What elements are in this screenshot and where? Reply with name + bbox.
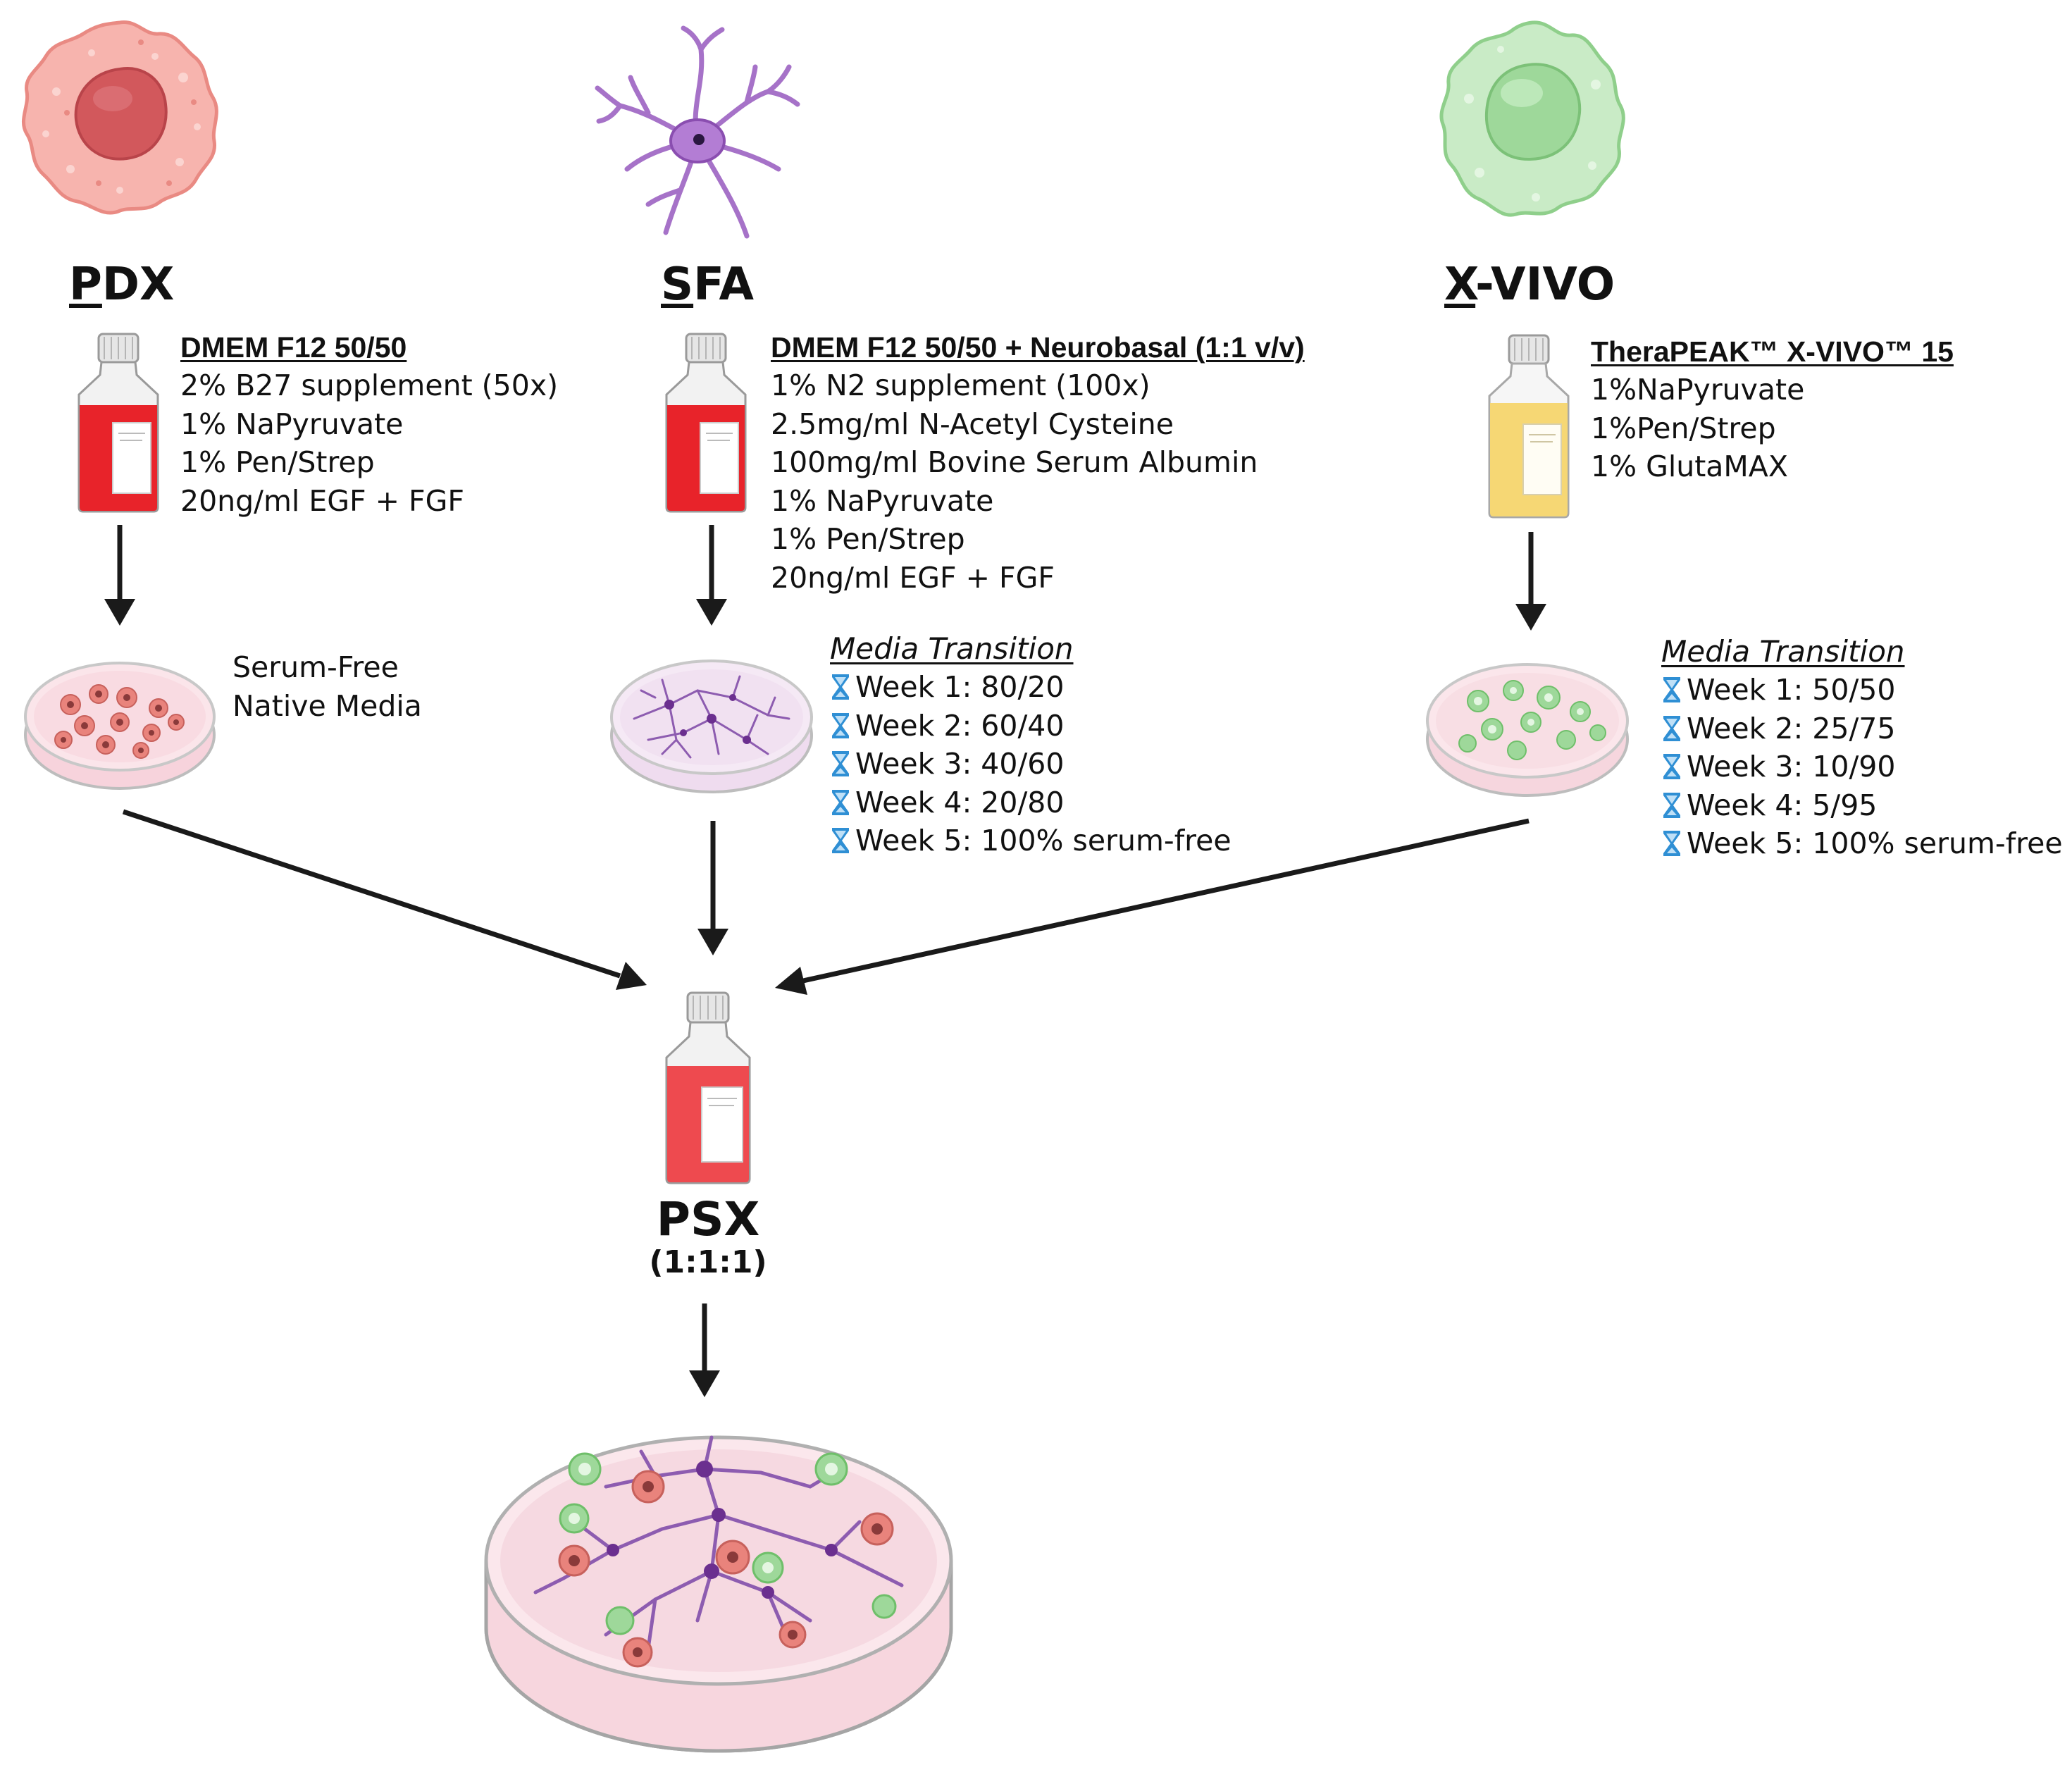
sfa-week-label: Week 4: 20/80 [855,785,1065,819]
sfa-media-block: DMEM F12 50/50 + Neurobasal (1:1 v/v) 1%… [771,328,1305,597]
xvivo-week-label: Week 2: 25/75 [1687,711,1896,745]
coculture-petri-dish-icon [484,1435,953,1753]
xvivo-media-item: 1% GlutaMAX [1591,450,1788,483]
xvivo-week-label: Week 4: 5/95 [1687,788,1878,822]
pdx-culture-note: Serum-Free Native Media [232,648,422,725]
hourglass-icon [832,751,849,777]
astrocyte-icon [595,25,800,239]
sfa-media-item: 1% NaPyruvate [771,483,994,518]
sfa-media-item: 20ng/ml EGF + FGF [771,560,1055,595]
sfa-week-label: Week 3: 40/60 [855,747,1065,781]
sfa-week-item: Week 1: 80/20 [830,668,1232,707]
sfa-transition-title: Media Transition [830,631,1074,666]
xvivo-title-initial: X [1444,259,1476,311]
xvivo-week-label: Week 1: 50/50 [1687,673,1896,707]
xvivo-media-header: TheraPEAK™ X-VIVO™ 15 [1591,335,1954,368]
psx-media-bottle-icon [665,991,751,1184]
xvivo-transition-title: Media Transition [1661,634,1905,669]
arrow-sfa-to-psx [697,821,728,955]
pdx-culture-note-line: Serum-Free [232,650,399,684]
hourglass-icon [1663,715,1680,741]
xvivo-transition-block: Media Transition Week 1: 50/50 Week 2: 2… [1661,633,2063,863]
pdx-media-header: DMEM F12 50/50 [180,331,407,364]
hourglass-icon [832,828,849,854]
tumor-cell-icon [22,20,218,215]
arrow-pdx-bottle-to-dish [104,525,135,626]
pdx-title: PDX [69,262,174,307]
sfa-media-header: DMEM F12 50/50 + Neurobasal (1:1 v/v) [771,331,1305,364]
xvivo-media-bottle-icon [1488,334,1570,519]
xvivo-week-item: Week 2: 25/75 [1661,710,2063,748]
hourglass-icon [1663,754,1680,780]
sfa-title-initial: S [661,259,694,311]
sfa-week-label: Week 1: 80/20 [855,670,1065,705]
xvivo-media-item: 1%NaPyruvate [1591,373,1805,407]
sfa-media-item: 1% N2 supplement (100x) [771,369,1150,402]
xvivo-title-rest: -VIVO [1475,259,1615,311]
pdx-media-item: 2% B27 supplement (50x) [180,369,559,402]
pdx-culture-note-line: Native Media [232,688,422,723]
hourglass-icon [1663,677,1680,703]
sfa-media-item: 2.5mg/ml N-Acetyl Cysteine [771,407,1174,441]
sfa-week-label: Week 5: 100% serum-free [855,824,1232,858]
xvivo-week-item: Week 4: 5/95 [1661,786,2063,825]
xvivo-title: X-VIVO [1444,262,1615,307]
sfa-week-item: Week 3: 40/60 [830,745,1232,784]
psx-title: PSX [656,1192,760,1246]
pdx-petri-dish-icon [24,662,216,790]
pdx-media-item: 1% NaPyruvate [180,407,404,441]
pdx-media-block: DMEM F12 50/50 2% B27 supplement (50x) 1… [180,328,558,520]
sfa-title: SFA [661,262,754,307]
xvivo-week-item: Week 1: 50/50 [1661,671,2063,710]
hourglass-icon [832,789,849,815]
arrow-pdx-to-psx [122,809,647,990]
pdx-title-rest: DX [101,259,175,311]
immune-cell-icon [1439,20,1625,217]
xvivo-media-block: TheraPEAK™ X-VIVO™ 15 1%NaPyruvate 1%Pen… [1591,333,1954,486]
sfa-media-bottle-icon [665,333,747,513]
xvivo-week-item: Week 5: 100% serum-free [1661,824,2063,863]
hourglass-icon [1663,831,1680,857]
psx-ratio: (1:1:1) [649,1244,767,1280]
hourglass-icon [832,712,849,738]
arrow-xvivo-bottle-to-dish [1515,532,1546,631]
sfa-week-item: Week 2: 60/40 [830,707,1232,745]
hourglass-icon [1663,792,1680,818]
xvivo-week-label: Week 3: 10/90 [1687,750,1896,784]
sfa-transition-block: Media Transition Week 1: 80/20 Week 2: 6… [830,630,1232,860]
pdx-title-initial: P [69,259,102,311]
sfa-media-item: 100mg/ml Bovine Serum Albumin [771,445,1258,479]
pdx-media-item: 20ng/ml EGF + FGF [180,483,464,518]
arrow-xvivo-to-psx [775,818,1530,995]
sfa-media-item: 1% Pen/Strep [771,522,965,556]
hourglass-icon [832,674,849,700]
xvivo-petri-dish-icon [1426,663,1629,797]
sfa-week-item: Week 5: 100% serum-free [830,822,1232,860]
sfa-week-item: Week 4: 20/80 [830,784,1232,822]
xvivo-week-item: Week 3: 10/90 [1661,748,2063,786]
sfa-petri-dish-icon [610,659,813,793]
arrow-psx-to-coculture [689,1303,720,1397]
pdx-media-item: 1% Pen/Strep [180,445,375,479]
arrow-sfa-bottle-to-dish [696,525,727,626]
xvivo-week-label: Week 5: 100% serum-free [1687,826,2063,861]
sfa-title-rest: FA [693,259,754,311]
sfa-week-label: Week 2: 60/40 [855,708,1065,743]
xvivo-media-item: 1%Pen/Strep [1591,411,1776,445]
pdx-media-bottle-icon [77,333,159,513]
